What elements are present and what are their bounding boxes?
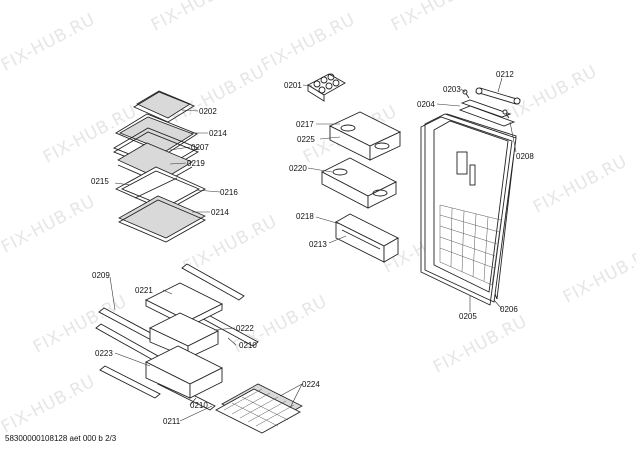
bottle-balcony-0213 bbox=[335, 213, 399, 263]
part-label-0223: 0223 bbox=[95, 349, 113, 358]
door-seal-0205 bbox=[420, 116, 513, 306]
leader-lines bbox=[109, 77, 517, 422]
door-balcony-0217 bbox=[328, 111, 402, 161]
part-label-0221: 0221 bbox=[135, 286, 153, 295]
hinge-0204 bbox=[458, 99, 516, 127]
part-label-0207: 0207 bbox=[191, 143, 209, 152]
part-label-0216: 0216 bbox=[220, 188, 238, 197]
part-label-0210: 0210 bbox=[239, 341, 257, 350]
document-footer-code: 58300000108128 aet 000 b 2/3 bbox=[5, 434, 117, 443]
part-label-0218: 0218 bbox=[296, 212, 314, 221]
part-label-0222: 0222 bbox=[236, 324, 254, 333]
part-label-0204: 0204 bbox=[417, 100, 435, 109]
door-handle-0212 bbox=[475, 87, 521, 105]
part-label-0201: 0201 bbox=[284, 81, 302, 90]
small-glass-shelf-0202 bbox=[133, 90, 195, 123]
part-label-0203: 0203 bbox=[443, 85, 461, 94]
part-label-0224: 0224 bbox=[302, 380, 320, 389]
door-evaporator-grid bbox=[439, 204, 502, 286]
part-label-0217: 0217 bbox=[296, 120, 314, 129]
drawer-0223 bbox=[144, 345, 224, 399]
glass-shelf-0214-lower bbox=[117, 195, 207, 243]
egg-tray-0201 bbox=[307, 73, 346, 102]
part-label-0212: 0212 bbox=[496, 70, 514, 79]
part-label-0211: 0211 bbox=[163, 417, 181, 426]
door-panel-0206 bbox=[424, 113, 517, 303]
part-label-0210: 0210 bbox=[190, 401, 208, 410]
part-label-0215: 0215 bbox=[91, 177, 109, 186]
part-label-0214: 0214 bbox=[211, 208, 229, 217]
part-label-0219: 0219 bbox=[187, 159, 205, 168]
screw-0203 bbox=[462, 89, 510, 119]
part-label-0202: 0202 bbox=[199, 107, 217, 116]
part-label-0208: 0208 bbox=[516, 152, 534, 161]
part-label-0206: 0206 bbox=[500, 305, 518, 314]
drawer-rail-0209 bbox=[95, 307, 161, 399]
part-label-0205: 0205 bbox=[459, 312, 477, 321]
part-label-0220: 0220 bbox=[289, 164, 307, 173]
part-label-0213: 0213 bbox=[309, 240, 327, 249]
part-label-0214: 0214 bbox=[209, 129, 227, 138]
ice-tray-0224 bbox=[215, 383, 303, 434]
door-balcony-0220 bbox=[321, 157, 397, 209]
part-label-0225: 0225 bbox=[297, 135, 315, 144]
part-label-0209: 0209 bbox=[92, 271, 110, 280]
